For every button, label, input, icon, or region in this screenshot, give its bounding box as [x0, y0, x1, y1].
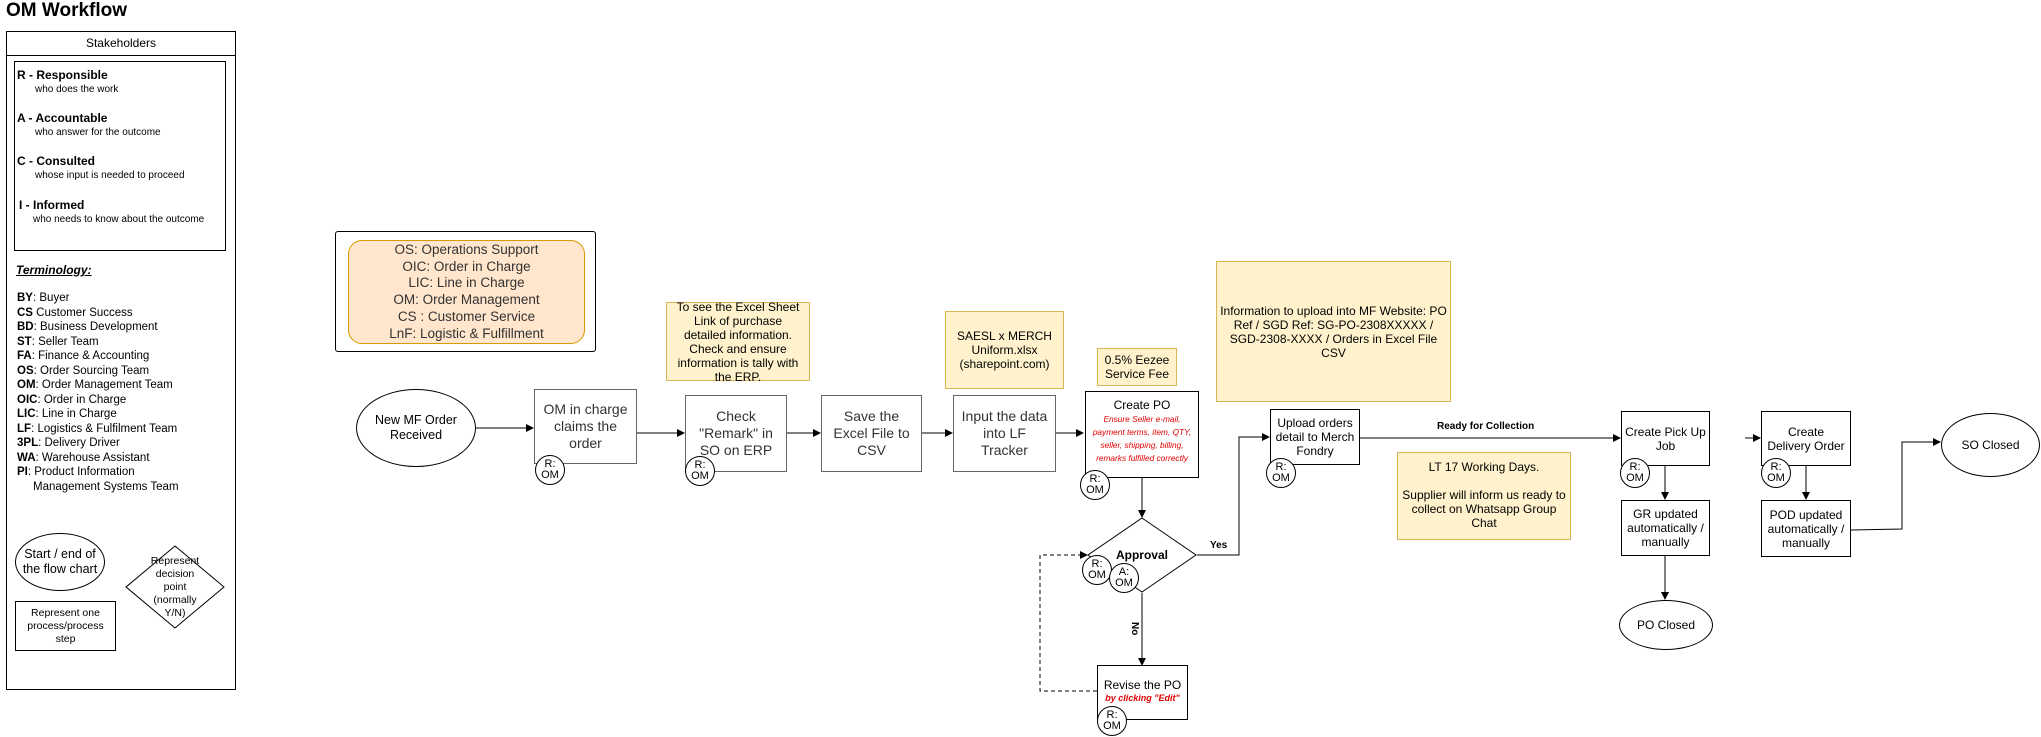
node-start-new-order: New MF Order Received	[356, 389, 476, 467]
legend-line: LIC: Line in Charge	[408, 275, 525, 291]
raci-responsible-label: R - Responsible	[17, 68, 108, 82]
term-item: OIC: Order in Charge	[17, 393, 127, 406]
term-item: BY: Buyer	[17, 292, 70, 304]
raci-responsible-desc: who does the work	[35, 84, 119, 95]
term-item: FA: Finance & Accounting	[17, 350, 150, 362]
shape-legend-start-end: Start / end of the flow chart	[15, 533, 105, 591]
note-lead-time: LT 17 Working Days. Supplier will inform…	[1397, 452, 1571, 540]
revise-po-detail: by clicking "Edit"	[1105, 693, 1180, 703]
abbreviation-legend: OS: Operations Support OIC: Order in Cha…	[348, 240, 585, 344]
term-item: BD: Business Development	[17, 321, 158, 333]
term-item: ST: Seller Team	[17, 335, 99, 348]
node-claim-order: OM in charge claims the order	[534, 389, 637, 464]
node-create-delivery-order: Create Delivery Order	[1761, 411, 1851, 466]
node-input-tracker: Input the data into LF Tracker	[953, 395, 1056, 472]
node-upload-merch-fondry: Upload orders detail to Merch Fondry	[1270, 409, 1360, 465]
raci-accountable-desc: who answer for the outcome	[35, 127, 161, 138]
badge-responsible-om: R: OM	[1080, 470, 1110, 500]
node-create-pickup-job: Create Pick Up Job	[1621, 411, 1710, 466]
edge-label-yes: Yes	[1210, 540, 1228, 551]
edge-approval-upload	[1197, 433, 1270, 556]
raci-informed-desc: who needs to know about the outcome	[33, 214, 205, 225]
stakeholders-heading: Stakeholders	[6, 31, 236, 56]
note-saesl-file: SAESL x MERCH Uniform.xlsx (sharepoint.c…	[945, 311, 1064, 389]
node-pod-updated: POD updated automatically / manually	[1761, 500, 1851, 557]
term-item: LF: Logistics & Fulfilment Team	[17, 422, 178, 435]
abbreviation-legend-frame	[335, 231, 596, 352]
badge-responsible-om: R: OM	[1620, 458, 1650, 488]
edge-revise-approval	[1039, 551, 1097, 692]
badge-responsible-om: R: OM	[535, 455, 565, 485]
node-po-closed: PO Closed	[1619, 600, 1713, 650]
edge-label-ready: Ready for Collection	[1437, 421, 1535, 432]
approval-label: Approval	[1115, 548, 1168, 562]
lead-time-body: Supplier will inform us ready to collect…	[1402, 488, 1566, 530]
legend-line: OS: Operations Support	[394, 242, 539, 257]
badge-responsible-om: R: OM	[1266, 458, 1296, 488]
term-item: 3PL: Delivery Driver	[17, 437, 120, 449]
term-item: OM: Order Management Team	[17, 379, 173, 391]
shape-legend-decision: Represent decision point (normally Y/N)	[125, 545, 225, 629]
note-upload-info: Information to upload into MF Website: P…	[1216, 261, 1451, 402]
raci-informed-label: I - Informed	[19, 198, 85, 212]
edge-pod-soclosed	[1850, 438, 1941, 531]
term-item-continuation: Management Systems Team	[33, 480, 179, 493]
badge-responsible-om: R: OM	[685, 456, 715, 486]
term-item: CS Customer Success	[17, 306, 133, 319]
note-service-fee: 0.5% Eezee Service Fee	[1097, 348, 1177, 386]
raci-accountable-label: A - Accountable	[17, 111, 108, 125]
raci-consulted-label: C - Consulted	[17, 154, 95, 168]
page-title: OM Workflow	[6, 0, 128, 21]
raci-legend	[14, 61, 226, 251]
stakeholders-panel	[6, 31, 236, 690]
term-item: LIC: Line in Charge	[17, 408, 117, 420]
badge-responsible-om: R: OM	[1761, 458, 1791, 488]
badge-responsible-om: R: OM	[1082, 555, 1112, 585]
terminology-list: BY: Buyer CS Customer Success BD: Busine…	[17, 291, 237, 494]
badge-accountable-om: A: OM	[1109, 563, 1139, 593]
create-po-detail: Ensure Seller e-mail, payment terms, ite…	[1092, 414, 1192, 463]
node-gr-updated: GR updated automatically / manually	[1621, 500, 1710, 556]
shape-legend-process: Represent one process/process step	[15, 601, 116, 651]
node-create-po: Create PO Ensure Seller e-mail, payment …	[1085, 391, 1199, 478]
term-item: OS: Order Sourcing Team	[17, 364, 150, 377]
revise-po-title: Revise the PO	[1103, 678, 1182, 692]
edge-label-no: No	[1129, 622, 1140, 636]
badge-responsible-om: R: OM	[1097, 706, 1127, 736]
terminology-heading: Terminology:	[16, 263, 92, 277]
legend-line: CS : Customer Service	[397, 308, 536, 324]
term-item: WA: Warehouse Assistant	[17, 451, 150, 464]
term-item: PI: Product Information	[17, 466, 135, 478]
node-so-closed: SO Closed	[1941, 413, 2040, 477]
note-excel-sheet: To see the Excel Sheet Link of purchase …	[666, 300, 810, 384]
create-po-title: Create PO	[1113, 398, 1171, 412]
legend-line: OM: Order Management	[393, 292, 540, 308]
lead-time-title: LT 17 Working Days.	[1428, 460, 1540, 474]
legend-line: OIC: Order in Charge	[402, 258, 531, 274]
raci-consulted-desc: whose input is needed to proceed	[35, 170, 185, 181]
shape-legend-decision-text: Represent decision point (normally Y/N)	[150, 554, 200, 619]
node-save-csv: Save the Excel File to CSV	[821, 395, 922, 472]
legend-line: LnF: Logistic & Fulfillment	[389, 325, 544, 341]
diamond-shape	[125, 545, 225, 629]
